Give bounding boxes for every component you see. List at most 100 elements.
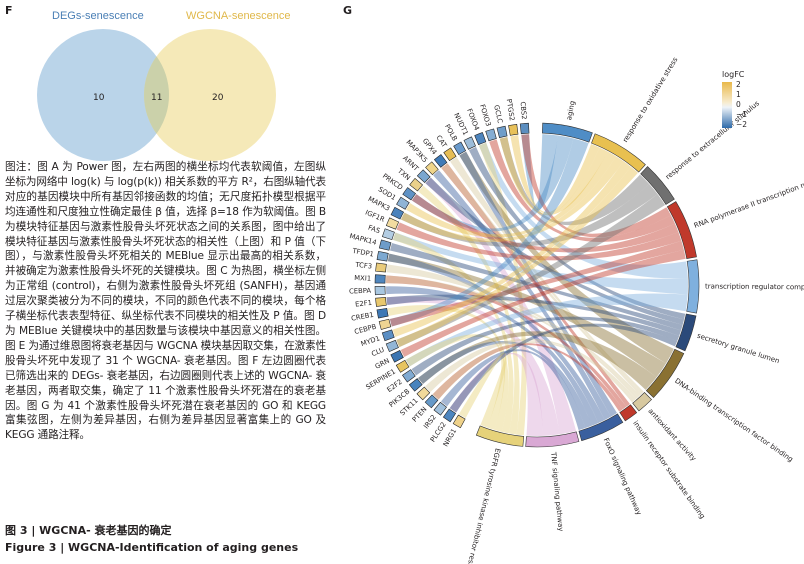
venn-left-count: 10 bbox=[93, 93, 105, 103]
chord-ribbon bbox=[425, 338, 637, 401]
gene-segment bbox=[508, 123, 519, 136]
venn-diagram: DEGs-senescence WGCNA-senescence 10 11 2… bbox=[37, 10, 291, 161]
gene-label: CEBPB bbox=[354, 323, 378, 336]
gene-label: MAPK14 bbox=[349, 232, 378, 247]
term-segment bbox=[640, 166, 675, 205]
chord-ribbon bbox=[450, 157, 644, 394]
figure-title-cn: 图 3 | WGCNA- 衰老基因的确定 bbox=[5, 524, 172, 537]
panel-label-g: G bbox=[343, 4, 353, 17]
gene-segment bbox=[425, 161, 439, 176]
term-label: secretory granule lumen bbox=[696, 332, 780, 365]
term-segment bbox=[578, 413, 624, 442]
gene-segment bbox=[424, 394, 439, 409]
venn-overlap-count: 11 bbox=[151, 93, 162, 103]
chord-ribbon bbox=[440, 349, 586, 431]
legend-tick-4: −2 bbox=[736, 120, 748, 129]
chord-ribbon bbox=[418, 185, 520, 435]
chord-ribbon bbox=[521, 134, 559, 211]
gene-segment bbox=[390, 350, 404, 363]
gene-segment bbox=[385, 217, 400, 230]
legend-tick-1: 1 bbox=[736, 90, 741, 99]
gene-label: TCF3 bbox=[354, 261, 373, 271]
gene-segment bbox=[385, 339, 399, 353]
term-label: aging bbox=[565, 100, 577, 121]
chord-ribbon bbox=[389, 240, 684, 327]
venn-overlap-region bbox=[144, 56, 170, 134]
gene-segment bbox=[374, 274, 386, 284]
figure-caption: 图注：图 A 为 Power 图，左右两图的横坐标均代表软阈值，左图纵坐标为网络… bbox=[5, 161, 327, 442]
chord-ribbon bbox=[389, 138, 589, 327]
gene-segment bbox=[452, 414, 466, 429]
gene-segment bbox=[416, 169, 431, 183]
figure-title-en: Figure 3 | WGCNA-Identification of aging… bbox=[5, 541, 299, 554]
chord-ribbon bbox=[459, 151, 618, 417]
gene-label: FOXO3 bbox=[478, 103, 492, 127]
gene-label: TFDP1 bbox=[351, 247, 375, 259]
gene-segment bbox=[378, 239, 392, 251]
gene-label: CLU bbox=[370, 346, 385, 358]
term-segment bbox=[632, 392, 652, 412]
gene-segment bbox=[376, 250, 389, 262]
gene-label: CREB1 bbox=[351, 311, 375, 323]
gene-segment bbox=[376, 307, 389, 319]
gene-segment bbox=[519, 122, 530, 135]
chord-ribbon bbox=[411, 135, 574, 232]
chord-ribbon bbox=[478, 142, 688, 279]
chord-ribbon bbox=[392, 232, 688, 295]
gene-label: E2F1 bbox=[355, 299, 373, 309]
chord-ribbon bbox=[386, 294, 682, 336]
term-segment bbox=[619, 404, 638, 422]
gene-segment bbox=[408, 378, 423, 392]
term-label: RNA polymerase II transcription regulato… bbox=[693, 160, 804, 230]
venn-right-label: WGCNA-senescence bbox=[186, 10, 291, 22]
gene-label: IGF1R bbox=[364, 209, 386, 224]
chord-ribbons bbox=[386, 134, 688, 436]
term-segment bbox=[591, 133, 646, 173]
chord-ribbon bbox=[459, 151, 674, 364]
chord-ribbon bbox=[425, 177, 577, 435]
chord-ribbon bbox=[499, 136, 608, 216]
chord-ribbon bbox=[458, 352, 507, 428]
gene-segment bbox=[396, 196, 410, 210]
chord-ribbon bbox=[432, 343, 623, 412]
gene-label: CBS2 bbox=[519, 101, 528, 120]
gene-segment bbox=[496, 125, 508, 139]
chord-ribbon bbox=[387, 253, 666, 378]
gene-segment bbox=[395, 359, 410, 373]
term-segment bbox=[666, 201, 697, 259]
chord-ribbon bbox=[478, 142, 527, 436]
gene-segment bbox=[390, 206, 405, 220]
gene-label: CAT bbox=[434, 134, 448, 150]
chord-ribbon bbox=[449, 352, 544, 436]
term-label: FoxO signaling pathway bbox=[602, 437, 643, 517]
term-segment bbox=[541, 122, 593, 143]
chord-ribbon bbox=[400, 249, 686, 357]
legend-color-bar bbox=[722, 82, 732, 128]
gene-label: MYD1 bbox=[360, 334, 381, 348]
gene-label: MXI1 bbox=[354, 274, 371, 283]
legend-title: logFC bbox=[722, 70, 745, 79]
gene-segment bbox=[402, 369, 416, 383]
chord-ribbon bbox=[489, 139, 675, 243]
legend-tick-2: 0 bbox=[736, 100, 741, 109]
chord-ribbon bbox=[432, 341, 635, 403]
panel-label-f: F bbox=[5, 4, 13, 17]
legend-tick-0: 2 bbox=[736, 80, 741, 89]
chord-ribbon bbox=[386, 286, 599, 426]
chord-ribbon bbox=[441, 163, 642, 396]
gene-label: FAS bbox=[367, 224, 381, 236]
chord-ribbon bbox=[499, 136, 650, 226]
gene-segment bbox=[382, 228, 395, 241]
gene-segment bbox=[416, 386, 431, 401]
gene-label: CEBPA bbox=[349, 287, 372, 296]
term-segment bbox=[525, 431, 580, 448]
chord-ribbon bbox=[396, 194, 666, 348]
chord-ribbon bbox=[441, 163, 630, 407]
chord-ribbon bbox=[418, 331, 657, 390]
gene-segment bbox=[378, 318, 392, 330]
gene-segment bbox=[433, 154, 448, 168]
gene-label: GCLC bbox=[492, 104, 504, 124]
chord-ribbon bbox=[405, 293, 688, 367]
chord-ribbon bbox=[389, 242, 683, 331]
